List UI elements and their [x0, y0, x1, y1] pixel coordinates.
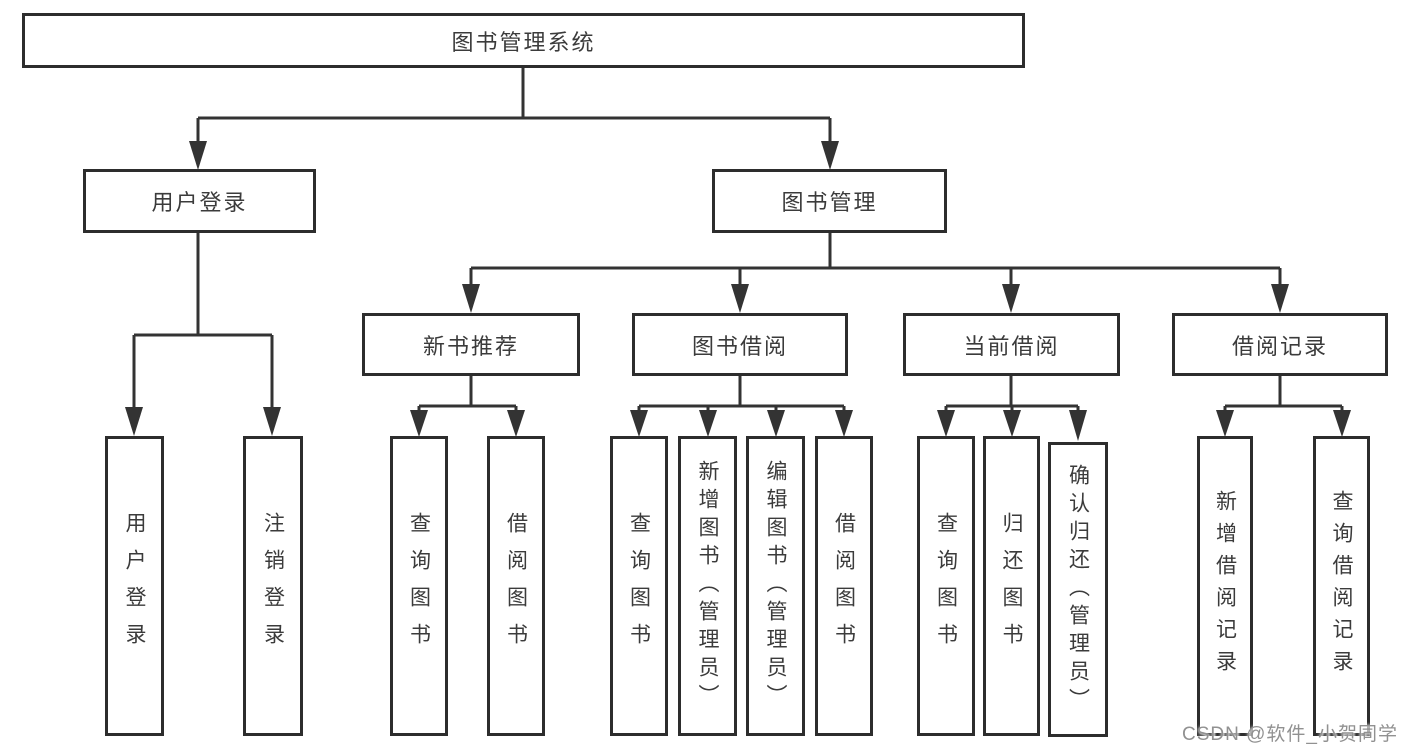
- leaf-borrow-books-borrow: 借阅图书: [815, 436, 873, 736]
- node-library-management-system: 图书管理系统: [22, 13, 1025, 68]
- node-user-login: 用户登录: [83, 169, 316, 233]
- leaf-query-borrow-record: 查询借阅记录: [1313, 436, 1370, 736]
- leaf-confirm-return-admin: 确认归还（管理员）: [1048, 442, 1108, 737]
- leaf-query-books-recommend: 查询图书: [390, 436, 448, 736]
- node-new-book-recommend: 新书推荐: [362, 313, 580, 376]
- node-current-borrow: 当前借阅: [903, 313, 1120, 376]
- leaf-add-borrow-record: 新增借阅记录: [1197, 436, 1253, 736]
- node-book-management: 图书管理: [712, 169, 947, 233]
- node-book-borrow: 图书借阅: [632, 313, 848, 376]
- leaf-add-book-admin: 新增图书（管理员）: [678, 436, 737, 736]
- leaf-user-login: 用户登录: [105, 436, 164, 736]
- leaf-edit-book-admin: 编辑图书（管理员）: [746, 436, 805, 736]
- leaf-logout: 注销登录: [243, 436, 303, 736]
- watermark: CSDN @软件_小贺同学: [1182, 724, 1398, 745]
- leaf-return-books: 归还图书: [983, 436, 1040, 736]
- leaf-borrow-books-recommend: 借阅图书: [487, 436, 545, 736]
- leaf-query-books-current: 查询图书: [917, 436, 975, 736]
- node-borrow-records: 借阅记录: [1172, 313, 1388, 376]
- leaf-query-books-borrow: 查询图书: [610, 436, 668, 736]
